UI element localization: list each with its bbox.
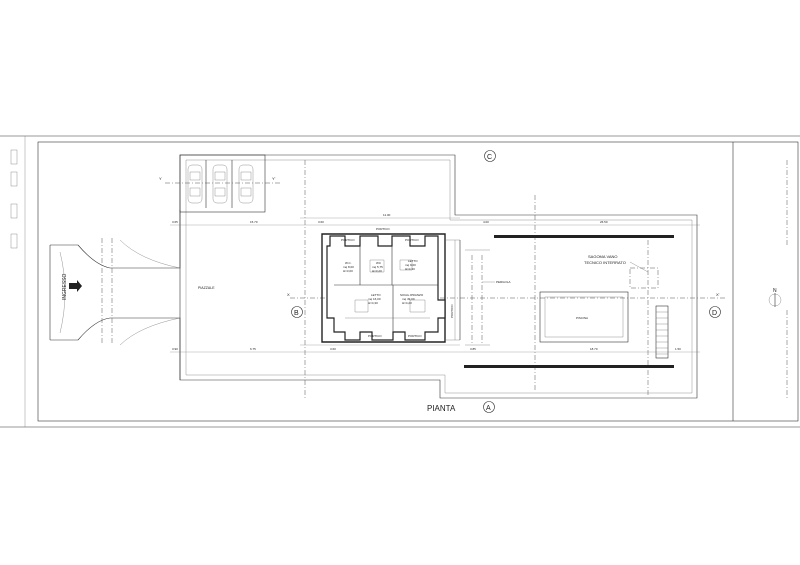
pergola-label: PERGOLA — [496, 280, 511, 284]
dimension-lines: 3.65 15.70 3.60 11.00 26.50 4.00 3.90 6.… — [170, 213, 700, 353]
underground-label-1: SAGOMA VANO — [588, 254, 618, 259]
entrance-area: INGRESSO — [49, 210, 181, 380]
room-letto-right: LETTO — [408, 259, 418, 263]
axis-lines — [304, 160, 649, 400]
room-letto-left: LETTO — [371, 293, 381, 297]
room-letto-right-dims: mq 9,00 — [405, 263, 416, 267]
room-letto-left-dims: mq 16,00 — [368, 297, 381, 301]
stairs — [655, 305, 669, 359]
dim-7: 3.90 — [172, 347, 178, 351]
room-soggiorno-dims: mq 49,00 — [402, 297, 415, 301]
dim-1: 3.65 — [172, 220, 178, 224]
section-mark-y-left: Y — [159, 176, 162, 181]
car-2 — [212, 164, 228, 204]
dim-5: 26.50 — [600, 220, 608, 224]
north-arrow: N — [768, 288, 782, 307]
pool-label: PISCINA — [576, 316, 588, 320]
section-mark-y-right: Y' — [272, 176, 276, 181]
sheet-frame — [0, 135, 800, 428]
dim-10: 18.70 — [590, 347, 598, 351]
pool: PISCINA — [539, 291, 629, 343]
room-letto-left-h: H=4,30 — [368, 301, 378, 305]
room-portico-top-center: PORTICO — [376, 227, 390, 231]
house-plan: PORTICO PORTICO PORTICO W.C. mq 8,00 H=3… — [321, 227, 461, 343]
room-soggiorno-h: H=4,20 — [402, 301, 412, 305]
grid-marker-a — [483, 401, 495, 413]
grid-marker-a-label: A — [486, 405, 491, 412]
entrance-label: INGRESSO — [62, 273, 68, 300]
room-bagno-h: H=3,20 — [372, 269, 382, 273]
grid-marker-d-label: D — [712, 310, 717, 317]
car-1 — [187, 164, 203, 204]
grid-markers: C A B D — [291, 150, 721, 413]
grid-marker-c-label: C — [487, 154, 492, 161]
dim-8: 6.75 — [250, 347, 256, 351]
room-bagno-dims: mq 5,75 — [372, 265, 383, 269]
room-portico-top-right: PORTICO — [405, 238, 419, 242]
room-wc: W.C. — [345, 261, 352, 265]
dim-3: 3.60 — [318, 220, 324, 224]
underground-label-2: TECNICO INTERRATO — [584, 260, 626, 265]
room-wc-dims: mq 8,00 — [343, 265, 354, 269]
boundary-walls — [464, 235, 674, 368]
drawing-title: PIANTA — [427, 404, 456, 413]
north-label: N — [773, 288, 777, 294]
grid-marker-d — [709, 306, 721, 318]
lot-boundary — [179, 154, 698, 399]
grid-marker-b — [291, 306, 303, 318]
car-3 — [238, 164, 254, 204]
parking-area: Y Y' — [159, 154, 280, 213]
section-mark-x-left: X — [287, 292, 290, 297]
room-portico-side: PORTICO — [450, 304, 454, 318]
room-soggiorno: SOGG./PRANZO — [400, 293, 424, 297]
room-portico-bottom-left: PORTICO — [368, 334, 382, 338]
room-letto-right-h: H=4,30 — [405, 267, 415, 271]
yard-label: PIAZZALE — [198, 286, 215, 290]
section-mark-x-right: X' — [716, 292, 720, 297]
room-portico-top-left: PORTICO — [341, 238, 355, 242]
underground-room: SAGOMA VANO TECNICO INTERRATO — [584, 254, 659, 289]
room-portico-bottom-right: PORTICO — [408, 334, 422, 338]
dim-9: 3.60 — [330, 347, 336, 351]
dim-6: 4.00 — [483, 220, 489, 224]
dim-11: 3.85 — [470, 347, 476, 351]
room-bagno: WC — [376, 261, 382, 265]
grid-marker-b-label: B — [294, 310, 299, 317]
grid-marker-c — [484, 150, 496, 162]
entrance-arrow-icon — [69, 280, 82, 292]
dim-12: 1.50 — [675, 347, 681, 351]
pergola: PERGOLA — [465, 249, 511, 346]
dim-2: 15.70 — [250, 220, 258, 224]
dim-4: 11.00 — [383, 213, 391, 217]
room-wc-h: H=3,00 — [343, 269, 353, 273]
